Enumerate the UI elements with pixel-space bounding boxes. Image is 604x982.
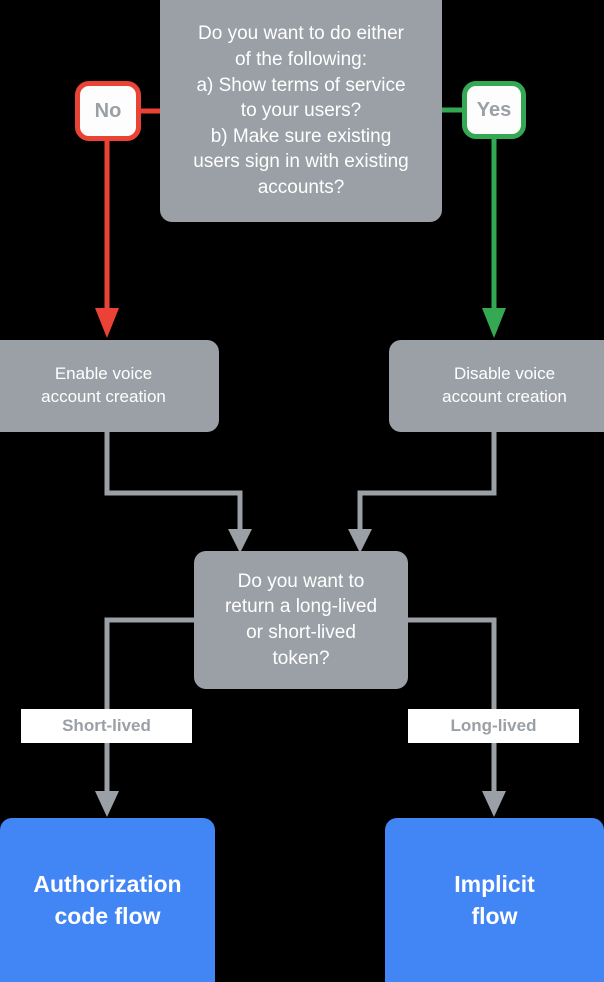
decision-node-token-label: Do you want to return a long-lived or sh…: [224, 570, 378, 669]
decision-node-token-lifetime: Do you want to return a long-lived or sh…: [194, 551, 408, 689]
outcome-node-implicit-label: Implicit flow: [454, 870, 535, 929]
arrowhead-disable-to-decision: [348, 529, 372, 553]
edge-label-short-lived: Short-lived: [21, 709, 192, 743]
process-node-disable-label: Disable voice account creation: [442, 364, 567, 406]
arrowhead-no-to-enable: [95, 308, 119, 338]
process-node-enable-voice-account-creation: Enable voice account creation: [0, 340, 219, 432]
arrowhead-decision-to-implicit: [482, 791, 506, 817]
arrowhead-enable-to-decision: [228, 529, 252, 553]
branch-badge-yes: Yes: [462, 81, 526, 139]
edge-label-long-lived-text: Long-lived: [450, 716, 537, 735]
decision-node-terms-label: Do you want to do either of the followin…: [193, 23, 409, 199]
arrowhead-decision-to-authorization: [95, 791, 119, 817]
outcome-node-authorization-label: Authorization code flow: [33, 870, 182, 929]
branch-badge-yes-label: Yes: [476, 98, 512, 121]
outcome-node-implicit-flow: Implicit flow: [385, 818, 604, 982]
branch-badge-no: No: [75, 81, 141, 141]
decision-node-terms-or-existing-users: Do you want to do either of the followin…: [160, 0, 442, 222]
connector-decision-to-implicit: [408, 617, 497, 793]
arrowhead-yes-to-disable: [482, 308, 506, 338]
connector-enable-to-decision: [104, 432, 243, 531]
edge-label-long-lived: Long-lived: [408, 709, 579, 743]
outcome-node-authorization-code-flow: Authorization code flow: [0, 818, 215, 982]
process-node-disable-voice-account-creation: Disable voice account creation: [389, 340, 604, 432]
branch-badge-no-label: No: [94, 99, 122, 122]
process-node-enable-label: Enable voice account creation: [41, 364, 166, 406]
connector-decision-to-authorization: [104, 617, 194, 793]
connector-disable-to-decision: [357, 432, 497, 531]
edge-label-short-lived-text: Short-lived: [62, 716, 151, 735]
